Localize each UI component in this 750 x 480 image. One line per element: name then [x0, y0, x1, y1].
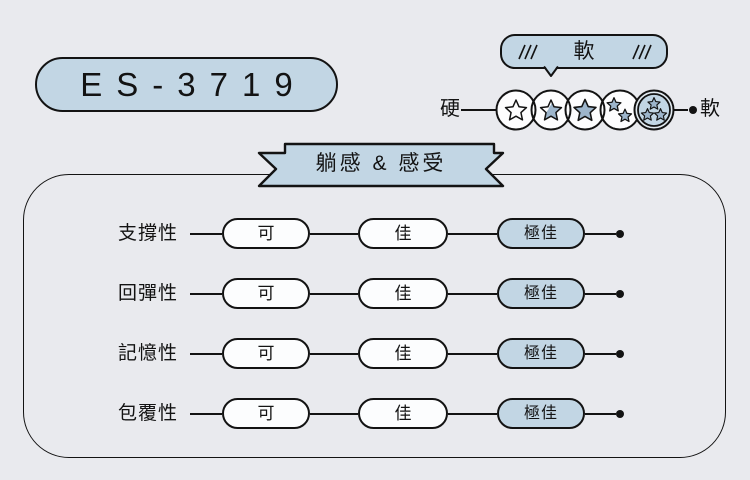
model-badge: ES-3719 [35, 57, 338, 112]
row-end-dot [616, 409, 624, 418]
connector-line [190, 412, 222, 415]
hard-end-label: 硬 [440, 98, 460, 120]
connector-line [448, 352, 497, 355]
pill-text: 可 [257, 344, 275, 363]
row-label: 記憶性 [118, 343, 179, 364]
rating-pill-good: 佳 [358, 278, 448, 309]
pill-text: 佳 [394, 404, 412, 423]
pill-text: 可 [257, 404, 275, 423]
softness-bubble-label: 軟 [573, 40, 595, 63]
connector-line [448, 292, 497, 295]
pill-text: 可 [257, 284, 275, 303]
connector-line [190, 352, 222, 355]
pill-text: 極佳 [523, 404, 558, 422]
softness-level-3 [564, 89, 606, 131]
row-label: 回彈性 [118, 283, 179, 304]
model-number: ES-3719 [80, 65, 307, 103]
rating-pill-excellent-selected: 極佳 [497, 218, 585, 249]
row-label: 包覆性 [118, 403, 179, 424]
pill-text: 極佳 [523, 284, 558, 302]
rating-pill-good: 佳 [358, 218, 448, 249]
connector-line [310, 232, 358, 235]
pill-text: 可 [257, 224, 275, 243]
pill-text: 佳 [394, 284, 412, 303]
connector-line [310, 352, 358, 355]
rating-pill-excellent-selected: 極佳 [497, 398, 585, 429]
rating-row-resilience: 回彈性 可 佳 極佳 [118, 278, 624, 309]
pill-text: 極佳 [523, 344, 558, 362]
connector-line [190, 292, 222, 295]
connector-line [310, 292, 358, 295]
bubble-pointer-icon [543, 64, 559, 77]
rating-pill-excellent-selected: 極佳 [497, 278, 585, 309]
hatch-lines-icon [632, 44, 652, 59]
connector-line [585, 232, 616, 235]
row-end-dot [616, 229, 624, 238]
row-end-dot [616, 349, 624, 358]
rating-pill-excellent-selected: 極佳 [497, 338, 585, 369]
section-ribbon [257, 142, 505, 188]
rating-row-support: 支撐性 可 佳 極佳 [118, 218, 624, 249]
softness-level-5-selected [633, 89, 675, 131]
connector-line [448, 412, 497, 415]
rating-pill-good: 佳 [358, 398, 448, 429]
softness-level-1 [495, 89, 537, 131]
hatch-lines-icon [518, 44, 538, 59]
row-label: 支撐性 [118, 223, 179, 244]
softness-star-scale [461, 89, 697, 131]
rating-pill-good: 佳 [358, 338, 448, 369]
row-end-dot [616, 289, 624, 298]
connector-line [448, 232, 497, 235]
pill-text: 佳 [394, 224, 412, 243]
connector-line [585, 292, 616, 295]
soft-end-label: 軟 [700, 98, 720, 120]
softness-level-2 [530, 89, 572, 131]
connector-line [585, 352, 616, 355]
scale-end-dot [689, 106, 697, 114]
connector-line [190, 232, 222, 235]
pill-text: 極佳 [523, 224, 558, 242]
rating-pill-ok: 可 [222, 218, 310, 249]
rating-pill-ok: 可 [222, 278, 310, 309]
rating-pill-ok: 可 [222, 338, 310, 369]
rating-row-wrap: 包覆性 可 佳 極佳 [118, 398, 624, 429]
connector-line [585, 412, 616, 415]
rating-row-memory: 記憶性 可 佳 極佳 [118, 338, 624, 369]
pill-text: 佳 [394, 344, 412, 363]
rating-pill-ok: 可 [222, 398, 310, 429]
softness-bubble: 軟 [500, 34, 668, 69]
connector-line [310, 412, 358, 415]
section-title: 躺感 & 感受 [315, 152, 447, 175]
